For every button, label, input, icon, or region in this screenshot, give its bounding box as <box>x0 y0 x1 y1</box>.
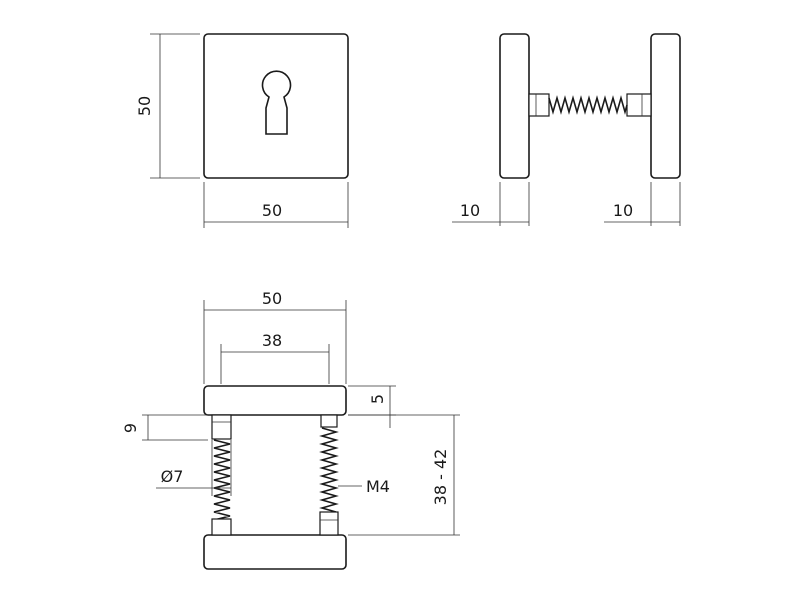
left-bushing-bottom <box>211 518 232 536</box>
front-view: 50 50 <box>135 33 349 228</box>
right-thickness-label: 10 <box>613 201 633 220</box>
height-label: 50 <box>135 96 154 116</box>
plate-thickness-label: 5 <box>368 394 387 404</box>
left-screw-thread <box>213 439 231 521</box>
right-bushing-top <box>320 414 338 428</box>
spacing-label: 38 <box>262 331 282 350</box>
bottom-view: 50 38 5 38 - 42 9 Ø7 M4 <box>121 289 460 570</box>
bottom-plate <box>203 534 347 570</box>
right-screw-thread <box>319 427 339 513</box>
top-plate <box>203 385 347 416</box>
rose-right-side <box>650 33 681 179</box>
side-view: 10 10 <box>452 33 681 226</box>
keyhole-icon <box>261 70 292 135</box>
bushing-height-label: 9 <box>121 423 140 433</box>
thread-label: M4 <box>366 477 390 496</box>
right-bushing-bottom <box>319 511 339 536</box>
left-thickness-label: 10 <box>460 201 480 220</box>
side-screw-thread <box>548 95 628 115</box>
side-bushing-left <box>528 93 550 117</box>
bushing-diameter-label: Ø7 <box>161 467 184 486</box>
overall-width-label: 50 <box>262 289 282 308</box>
door-thickness-label: 38 - 42 <box>431 449 450 506</box>
left-bushing-top <box>211 414 232 440</box>
rose-left-side <box>499 33 530 179</box>
side-bushing-right <box>626 93 652 117</box>
width-label: 50 <box>262 201 282 220</box>
